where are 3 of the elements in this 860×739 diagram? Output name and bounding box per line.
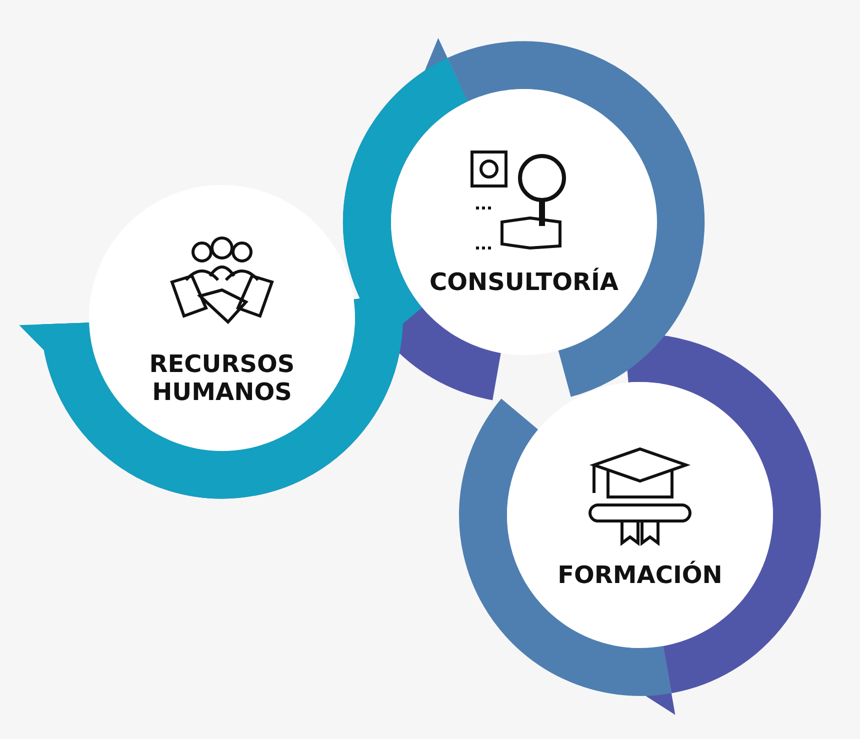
circle-label: FORMACIÓN (558, 561, 722, 589)
circle-label: RECURSOS HUMANOS (148, 350, 296, 406)
circle-label: CONSULTORÍA (430, 268, 618, 296)
